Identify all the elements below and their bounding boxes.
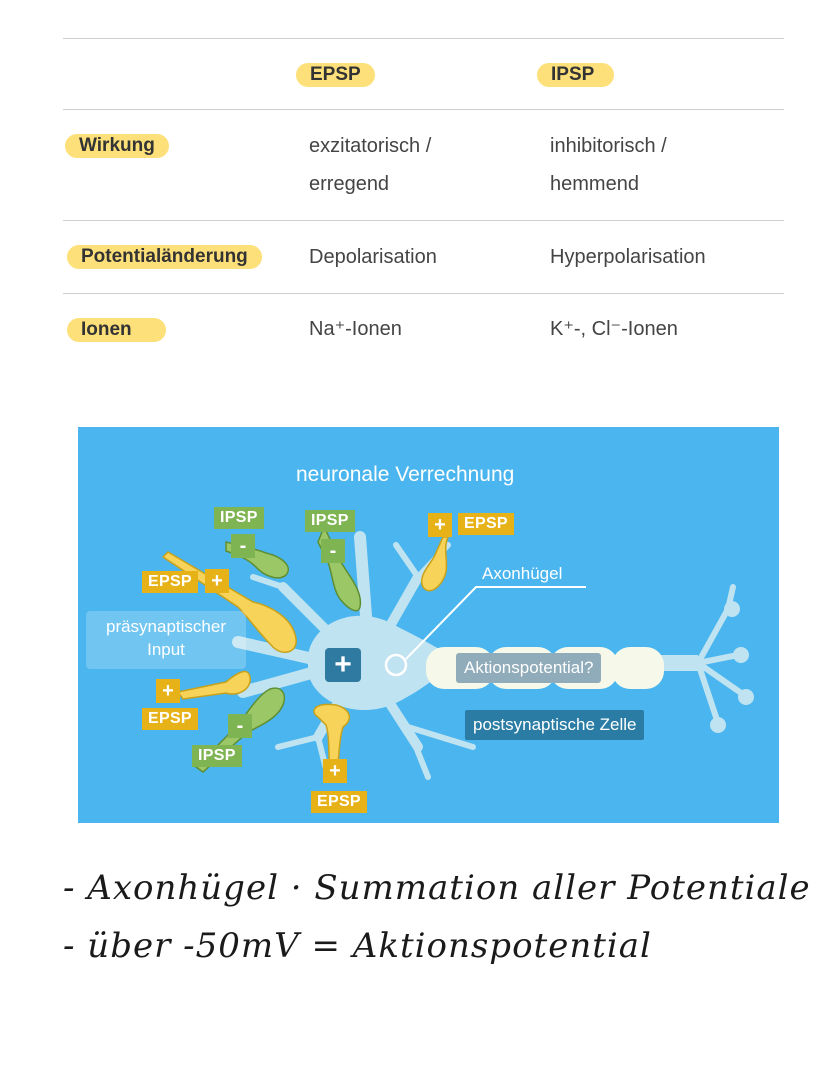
soma-summation-sign: + [325, 648, 361, 682]
synapse-tag-ipsp: IPSP [214, 507, 264, 529]
cell-wirkung-ipsp-1: inhibitorisch / [550, 135, 667, 157]
synapse-tag-epsp: EPSP [142, 708, 198, 730]
row-label-wirkung: Wirkung [65, 134, 169, 158]
synapse-tag-epsp: EPSP [458, 513, 514, 535]
cell-ionen-epsp: Na⁺-Ionen [309, 318, 402, 340]
label-action-potential: Aktionspotential? [456, 653, 602, 683]
table-rule [63, 38, 784, 39]
row-label-potentialaenderung: Potentialänderung [67, 245, 262, 269]
neuron-diagram: neuronale Verrechnung Axonhügel präsynap… [78, 427, 779, 823]
cell-wirkung-epsp-2: erregend [309, 173, 390, 195]
label-postsynaptic-cell: postsynaptische Zelle [465, 710, 645, 740]
synapse-sign-plus: + [156, 679, 180, 703]
synapse-tag-epsp: EPSP [311, 791, 367, 813]
presynaptic-line-2: Input [147, 640, 185, 659]
cell-wirkung-epsp-1: exzitatorisch / [309, 135, 432, 157]
header-ipsp: IPSP [537, 63, 615, 87]
row-label-ionen: Ionen [67, 318, 166, 342]
cell-wirkung-ipsp-2: hemmend [550, 173, 639, 195]
synapse-tag-ipsp: IPSP [192, 745, 242, 767]
synapse-sign-plus: + [205, 569, 229, 593]
cell-potential-epsp: Depolarisation [309, 246, 437, 268]
synapse-sign-plus: + [428, 513, 452, 537]
header-epsp: EPSP [296, 63, 375, 87]
synapse-sign-minus: - [321, 539, 345, 563]
note-line-2: - über -50mV = Aktionspotential [63, 926, 652, 966]
table-rule [63, 109, 784, 110]
synapse-sign-minus: - [231, 534, 255, 558]
cell-potential-ipsp: Hyperpolarisation [550, 246, 706, 268]
note-line-1: - Axonhügel · Summation aller Potentiale [63, 868, 811, 908]
synapse-sign-plus: + [323, 759, 347, 783]
table-rule [63, 220, 784, 221]
synapse-tag-ipsp: IPSP [305, 510, 355, 532]
presynaptic-line-1: präsynaptischer [105, 617, 226, 636]
label-axon-hillock: Axonhügel [482, 564, 563, 583]
label-presynaptic-input: präsynaptischer Input [86, 611, 246, 669]
table-rule [63, 293, 784, 294]
synapse-tag-epsp: EPSP [142, 571, 198, 593]
synapse-sign-minus: - [228, 714, 252, 738]
cell-ionen-ipsp: K⁺-, Cl⁻-Ionen [550, 318, 678, 340]
diagram-title: neuronale Verrechnung [296, 463, 515, 486]
